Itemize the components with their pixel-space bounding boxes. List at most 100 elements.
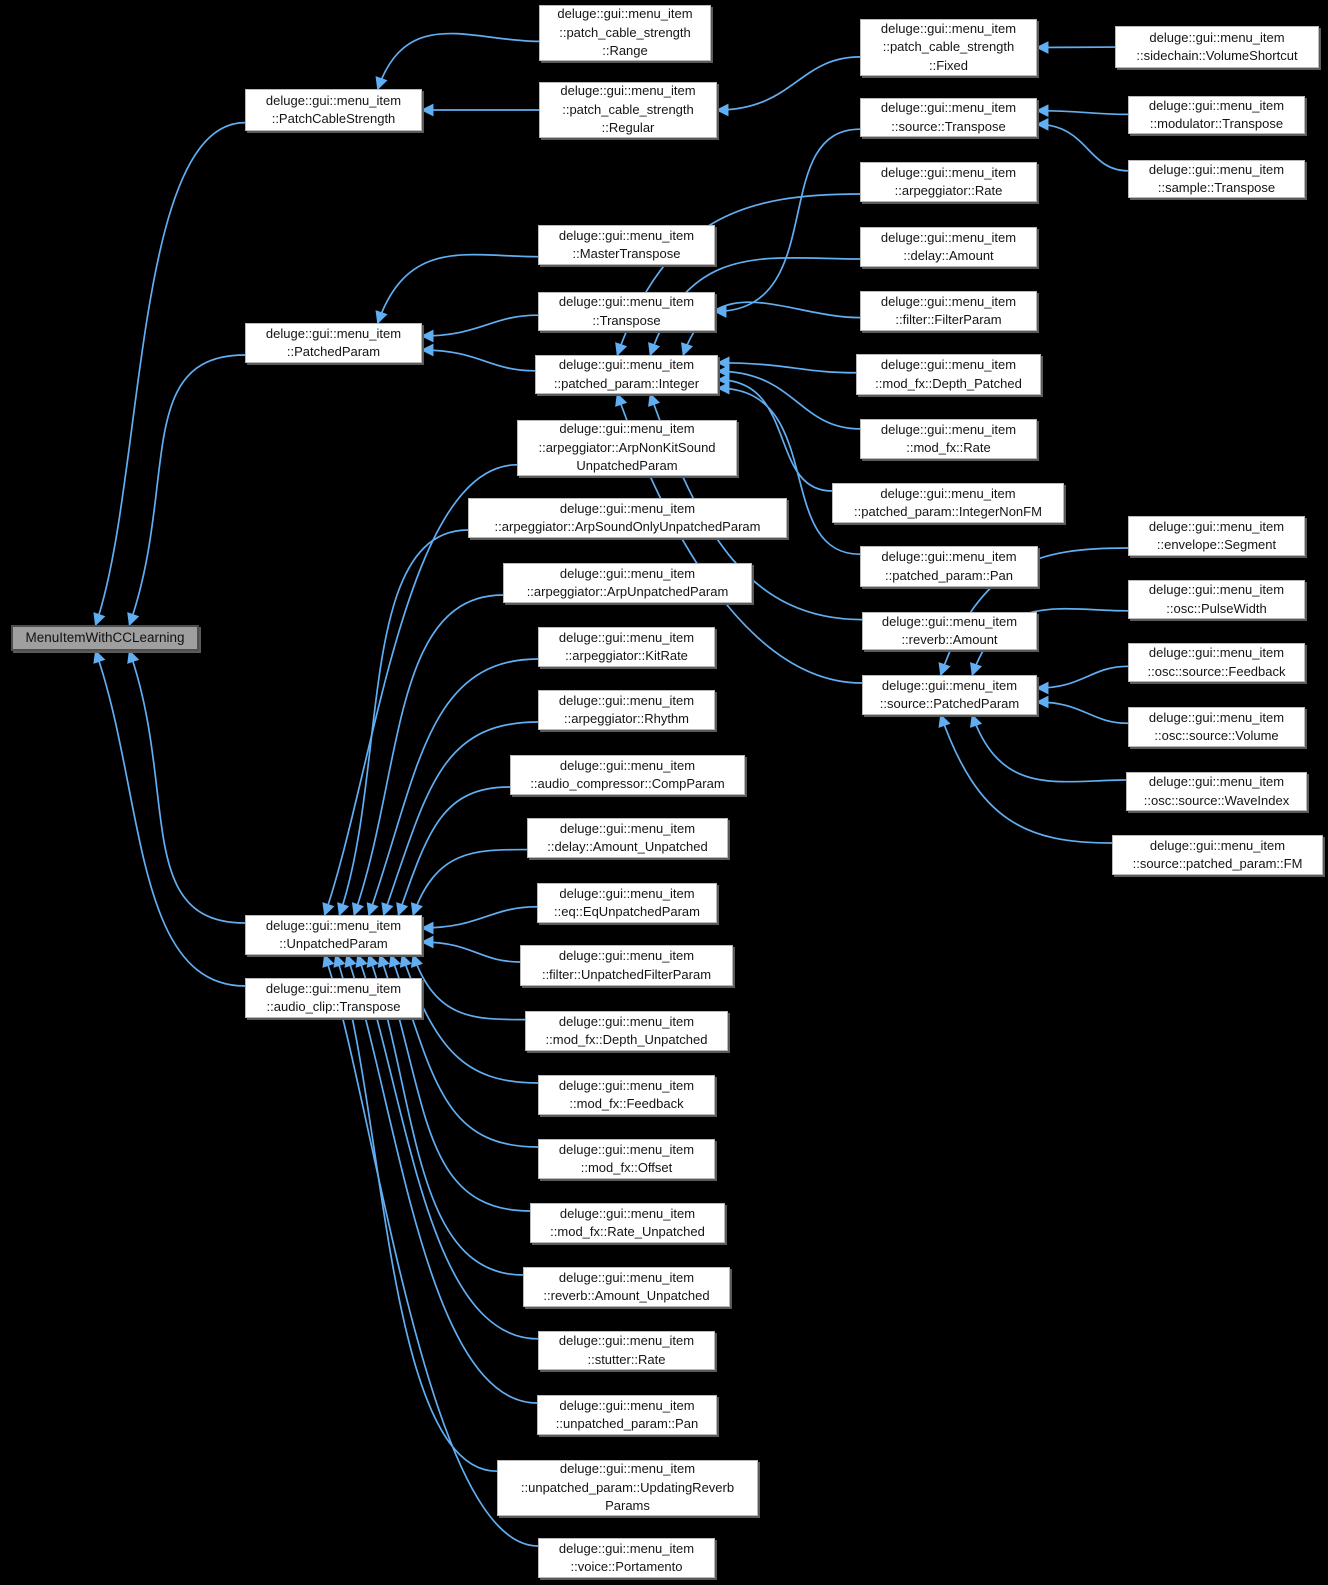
class-node-filtP[interactable]: deluge::gui::menu_item ::filter::FilterP… — [860, 291, 1037, 331]
class-node-label: deluge::gui::menu_item ::audio_clip::Tra… — [265, 980, 402, 1014]
class-node-rhythm[interactable]: deluge::gui::menu_item ::arpeggiator::Rh… — [538, 690, 715, 730]
inheritance-arrow-oscVol-to-spp — [1035, 695, 1129, 725]
class-node-label: deluge::gui::menu_item ::PatchCableStren… — [265, 92, 402, 126]
class-node-label: deluge::gui::menu_item ::stutter::Rate — [558, 1333, 695, 1367]
class-node-label: deluge::gui::menu_item ::PatchedParam — [265, 325, 402, 359]
class-node-label: deluge::gui::menu_item ::mod_fx::Depth_P… — [875, 357, 1022, 391]
inheritance-arrow-comp-to-up — [396, 786, 511, 917]
class-node-menucc[interactable]: MenuItemWithCCLearning — [11, 625, 199, 651]
class-node-label: deluge::gui::menu_item ::source::Patched… — [879, 677, 1020, 711]
inheritance-arrow-pcs-to-menucc — [93, 121, 246, 627]
class-node-strans[interactable]: deluge::gui::menu_item ::source::Transpo… — [860, 98, 1037, 137]
class-node-envSeg[interactable]: deluge::gui::menu_item ::envelope::Segme… — [1128, 516, 1305, 556]
class-node-label: deluge::gui::menu_item ::osc::source::Vo… — [1148, 709, 1285, 743]
class-node-arpRate[interactable]: deluge::gui::menu_item ::arpeggiator::Ra… — [860, 162, 1037, 202]
inheritance-arrow-arpnks-to-up — [322, 463, 518, 917]
class-node-act[interactable]: deluge::gui::menu_item ::audio_clip::Tra… — [245, 978, 422, 1018]
class-node-label: deluge::gui::menu_item ::audio_compresso… — [530, 757, 725, 791]
class-node-mfxru[interactable]: deluge::gui::menu_item ::mod_fx::Rate_Un… — [530, 1203, 725, 1243]
class-node-label: deluge::gui::menu_item ::arpeggiator::Ki… — [558, 629, 695, 663]
class-node-label: deluge::gui::menu_item ::voice::Portamen… — [558, 1540, 695, 1574]
class-node-equ[interactable]: deluge::gui::menu_item ::eq::EqUnpatched… — [537, 883, 717, 923]
inheritance-arrow-intNonFM-to-integer — [716, 373, 833, 492]
class-node-mfxoff[interactable]: deluge::gui::menu_item ::mod_fx::Offset — [538, 1139, 715, 1179]
class-node-filtu[interactable]: deluge::gui::menu_item ::filter::Unpatch… — [520, 945, 733, 986]
class-node-updrev[interactable]: deluge::gui::menu_item ::unpatched_param… — [497, 1460, 758, 1516]
class-node-tr[interactable]: deluge::gui::menu_item ::Transpose — [538, 292, 715, 331]
class-node-delayAmt[interactable]: deluge::gui::menu_item ::delay::Amount — [860, 227, 1037, 267]
class-node-volShort[interactable]: deluge::gui::menu_item ::sidechain::Volu… — [1115, 26, 1319, 68]
class-node-label: deluge::gui::menu_item ::delay::Amount — [880, 229, 1017, 263]
inheritance-arrow-range-to-pcs — [375, 32, 540, 91]
class-node-label: MenuItemWithCCLearning — [25, 630, 185, 646]
class-node-label: deluge::gui::menu_item ::osc::source::Fe… — [1147, 645, 1286, 679]
class-node-range[interactable]: deluge::gui::menu_item ::patch_cable_str… — [539, 5, 711, 61]
inheritance-arrow-up-to-menucc — [127, 649, 246, 924]
inheritance-arrow-pp-to-menucc — [127, 354, 246, 627]
class-node-label: deluge::gui::menu_item ::patched_param::… — [854, 485, 1042, 519]
class-node-mfxfb[interactable]: deluge::gui::menu_item ::mod_fx::Feedbac… — [538, 1075, 715, 1115]
class-node-integer[interactable]: deluge::gui::menu_item ::patched_param::… — [535, 355, 718, 394]
class-node-up[interactable]: deluge::gui::menu_item ::UnpatchedParam — [245, 915, 422, 955]
class-node-label: deluge::gui::menu_item ::filter::Unpatch… — [541, 948, 712, 982]
class-node-label: deluge::gui::menu_item ::mod_fx::Rate — [880, 421, 1017, 455]
class-node-label: deluge::gui::menu_item ::arpeggiator::Rh… — [558, 692, 695, 726]
class-node-label: deluge::gui::menu_item ::patch_cable_str… — [557, 6, 693, 59]
class-node-label: deluge::gui::menu_item ::filter::FilterP… — [880, 293, 1017, 327]
class-node-spp[interactable]: deluge::gui::menu_item ::source::Patched… — [862, 675, 1037, 715]
inheritance-arrow-depthu-to-up — [410, 953, 526, 1021]
class-node-label: deluge::gui::menu_item ::mod_fx::Rate_Un… — [550, 1205, 705, 1239]
class-node-comp[interactable]: deluge::gui::menu_item ::audio_compresso… — [510, 755, 745, 795]
class-node-oscFb[interactable]: deluge::gui::menu_item ::osc::source::Fe… — [1128, 643, 1305, 682]
class-node-arpso[interactable]: deluge::gui::menu_item ::arpeggiator::Ar… — [468, 498, 787, 538]
class-node-pulseW[interactable]: deluge::gui::menu_item ::osc::PulseWidth — [1128, 580, 1305, 619]
class-node-oscVol[interactable]: deluge::gui::menu_item ::osc::source::Vo… — [1128, 707, 1305, 747]
inheritance-arrow-kitrate-to-up — [366, 658, 539, 917]
class-node-sppFM[interactable]: deluge::gui::menu_item ::source::patched… — [1112, 835, 1323, 875]
class-node-label: deluge::gui::menu_item ::mod_fx::Offset — [558, 1141, 695, 1175]
class-node-delayu[interactable]: deluge::gui::menu_item ::delay::Amount_U… — [527, 818, 728, 858]
inheritance-arrow-equ-to-up — [420, 905, 538, 935]
inheritance-arrow-oscFb-to-spp — [1035, 665, 1129, 695]
class-node-fixed[interactable]: deluge::gui::menu_item ::patch_cable_str… — [860, 19, 1037, 76]
inheritance-arrow-ppan-to-integer — [716, 381, 861, 556]
class-node-label: deluge::gui::menu_item ::patch_cable_str… — [560, 83, 696, 136]
class-node-label: deluge::gui::menu_item ::arpeggiator::Ar… — [526, 565, 729, 599]
class-node-label: deluge::gui::menu_item ::reverb::Amount_… — [543, 1269, 710, 1303]
class-node-arpup[interactable]: deluge::gui::menu_item ::arpeggiator::Ar… — [503, 563, 752, 603]
class-node-kitrate[interactable]: deluge::gui::menu_item ::arpeggiator::Ki… — [538, 627, 715, 667]
class-node-arpnks[interactable]: deluge::gui::menu_item ::arpeggiator::Ar… — [517, 420, 737, 476]
class-node-intNonFM[interactable]: deluge::gui::menu_item ::patched_param::… — [832, 483, 1064, 523]
class-node-revu[interactable]: deluge::gui::menu_item ::reverb::Amount_… — [523, 1267, 730, 1307]
class-node-label: deluge::gui::menu_item ::arpeggiator::Ra… — [880, 164, 1017, 198]
class-node-label: deluge::gui::menu_item ::osc::PulseWidth — [1148, 582, 1285, 616]
class-node-stut[interactable]: deluge::gui::menu_item ::stutter::Rate — [538, 1331, 715, 1370]
class-node-depthu[interactable]: deluge::gui::menu_item ::mod_fx::Depth_U… — [525, 1011, 728, 1051]
class-node-sampTrans[interactable]: deluge::gui::menu_item ::sample::Transpo… — [1128, 160, 1305, 198]
class-node-ppan[interactable]: deluge::gui::menu_item ::patched_param::… — [860, 546, 1038, 587]
class-node-pp[interactable]: deluge::gui::menu_item ::PatchedParam — [245, 323, 422, 363]
inheritance-arrow-upan-to-up — [344, 953, 538, 1404]
class-node-label: deluge::gui::menu_item ::unpatched_param… — [555, 1397, 699, 1431]
inheritance-arrow-delayu-to-up — [410, 848, 528, 917]
inheritance-arrow-updrev-to-up — [333, 953, 498, 1473]
class-node-label: deluge::gui::menu_item ::arpeggiator::Ar… — [538, 421, 716, 474]
class-node-mtr[interactable]: deluge::gui::menu_item ::MasterTranspose — [538, 225, 715, 265]
class-node-porta[interactable]: deluge::gui::menu_item ::voice::Portamen… — [538, 1538, 715, 1578]
inheritance-arrow-filtu-to-up — [420, 935, 521, 963]
class-node-label: deluge::gui::menu_item ::delay::Amount_U… — [547, 820, 708, 854]
class-node-label: deluge::gui::menu_item ::MasterTranspose — [558, 227, 695, 261]
class-node-upan[interactable]: deluge::gui::menu_item ::unpatched_param… — [537, 1395, 717, 1435]
class-node-depthP[interactable]: deluge::gui::menu_item ::mod_fx::Depth_P… — [856, 354, 1041, 395]
class-node-regular[interactable]: deluge::gui::menu_item ::patch_cable_str… — [539, 82, 717, 138]
class-node-revAmt[interactable]: deluge::gui::menu_item ::reverb::Amount — [862, 612, 1037, 650]
inheritance-arrow-rhythm-to-up — [381, 721, 539, 917]
class-node-mfxRate[interactable]: deluge::gui::menu_item ::mod_fx::Rate — [860, 419, 1037, 459]
class-node-pcs[interactable]: deluge::gui::menu_item ::PatchCableStren… — [245, 89, 422, 131]
class-node-waveIdx[interactable]: deluge::gui::menu_item ::osc::source::Wa… — [1126, 772, 1307, 811]
inheritance-arrow-waveIdx-to-spp — [970, 713, 1127, 783]
class-node-label: deluge::gui::menu_item ::sample::Transpo… — [1148, 161, 1285, 195]
inheritance-arrow-tr-to-pp — [420, 314, 539, 343]
class-node-modTrans[interactable]: deluge::gui::menu_item ::modulator::Tran… — [1128, 96, 1305, 134]
